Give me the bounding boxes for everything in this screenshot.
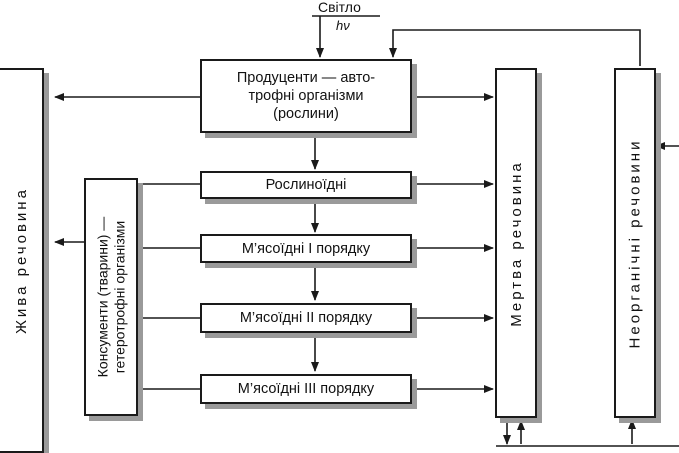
carnivores3-label: М’ясоїдні ІІІ порядку bbox=[237, 381, 375, 397]
living-matter-box: Жива речовина bbox=[0, 68, 44, 453]
carnivores1-box: М’ясоїдні І порядку bbox=[200, 234, 412, 263]
consumers-line2: гетеротрофні організми bbox=[111, 220, 128, 374]
living-matter-label: Жива речовина bbox=[12, 187, 30, 334]
carnivores1-label: М’ясоїдні І порядку bbox=[241, 240, 371, 257]
light-label: Світло bbox=[318, 0, 361, 15]
producers-line1: Продуценти — авто- bbox=[236, 70, 376, 86]
dead-matter-box: Мертва речовина bbox=[495, 68, 537, 418]
light-symbol: hν bbox=[336, 18, 350, 33]
carnivores2-label: М’ясоїдні ІІ порядку bbox=[239, 310, 373, 326]
dead-matter-label: Мертва речовина bbox=[507, 159, 525, 327]
herbivores-label: Рослиноїдні bbox=[265, 177, 347, 193]
carnivores3-box: М’ясоїдні ІІІ порядку bbox=[200, 374, 412, 404]
inorganic-to-producers-arrow bbox=[389, 29, 641, 66]
consumers-box: Консументи (тварини) — гетеротрофні орга… bbox=[84, 178, 138, 416]
consumers-line1: Консументи (тварини) — bbox=[94, 216, 111, 378]
inorganic-matter-box: Неорганічні речовини bbox=[614, 68, 656, 418]
herbivores-box: Рослиноїдні bbox=[200, 171, 412, 199]
producers-line3: (рослини) bbox=[273, 106, 339, 122]
carnivores2-box: М’ясоїдні ІІ порядку bbox=[200, 303, 412, 333]
producers-line2: трофні організми bbox=[248, 88, 364, 104]
inorganic-matter-label: Неорганічні речовини bbox=[626, 138, 644, 348]
producers-box: Продуценти — авто- трофні організми (рос… bbox=[200, 59, 412, 133]
